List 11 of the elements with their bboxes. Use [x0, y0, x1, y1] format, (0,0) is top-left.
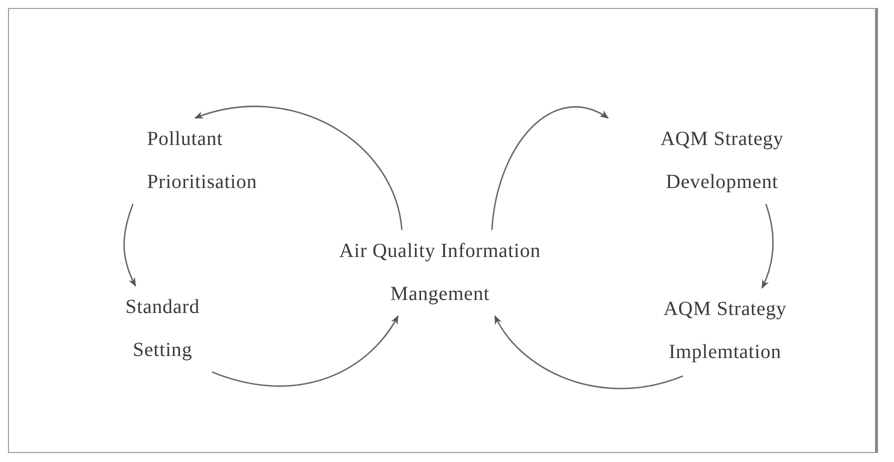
curved-arrow: [491, 106, 609, 230]
curved-arrow: [761, 204, 774, 289]
node-label: Air Quality Information Mangement: [338, 239, 542, 307]
curved-arrow: [194, 106, 403, 230]
curved-arrow: [123, 204, 136, 287]
node-label: Standard Setting: [124, 295, 201, 363]
node-label: Pollutant Prioritisation: [147, 127, 258, 195]
curved-arrow: [494, 315, 684, 390]
node-label: AQM Strategy Implemtation: [662, 297, 788, 365]
curved-arrow: [212, 315, 399, 387]
node-label: AQM Strategy Development: [659, 127, 785, 195]
